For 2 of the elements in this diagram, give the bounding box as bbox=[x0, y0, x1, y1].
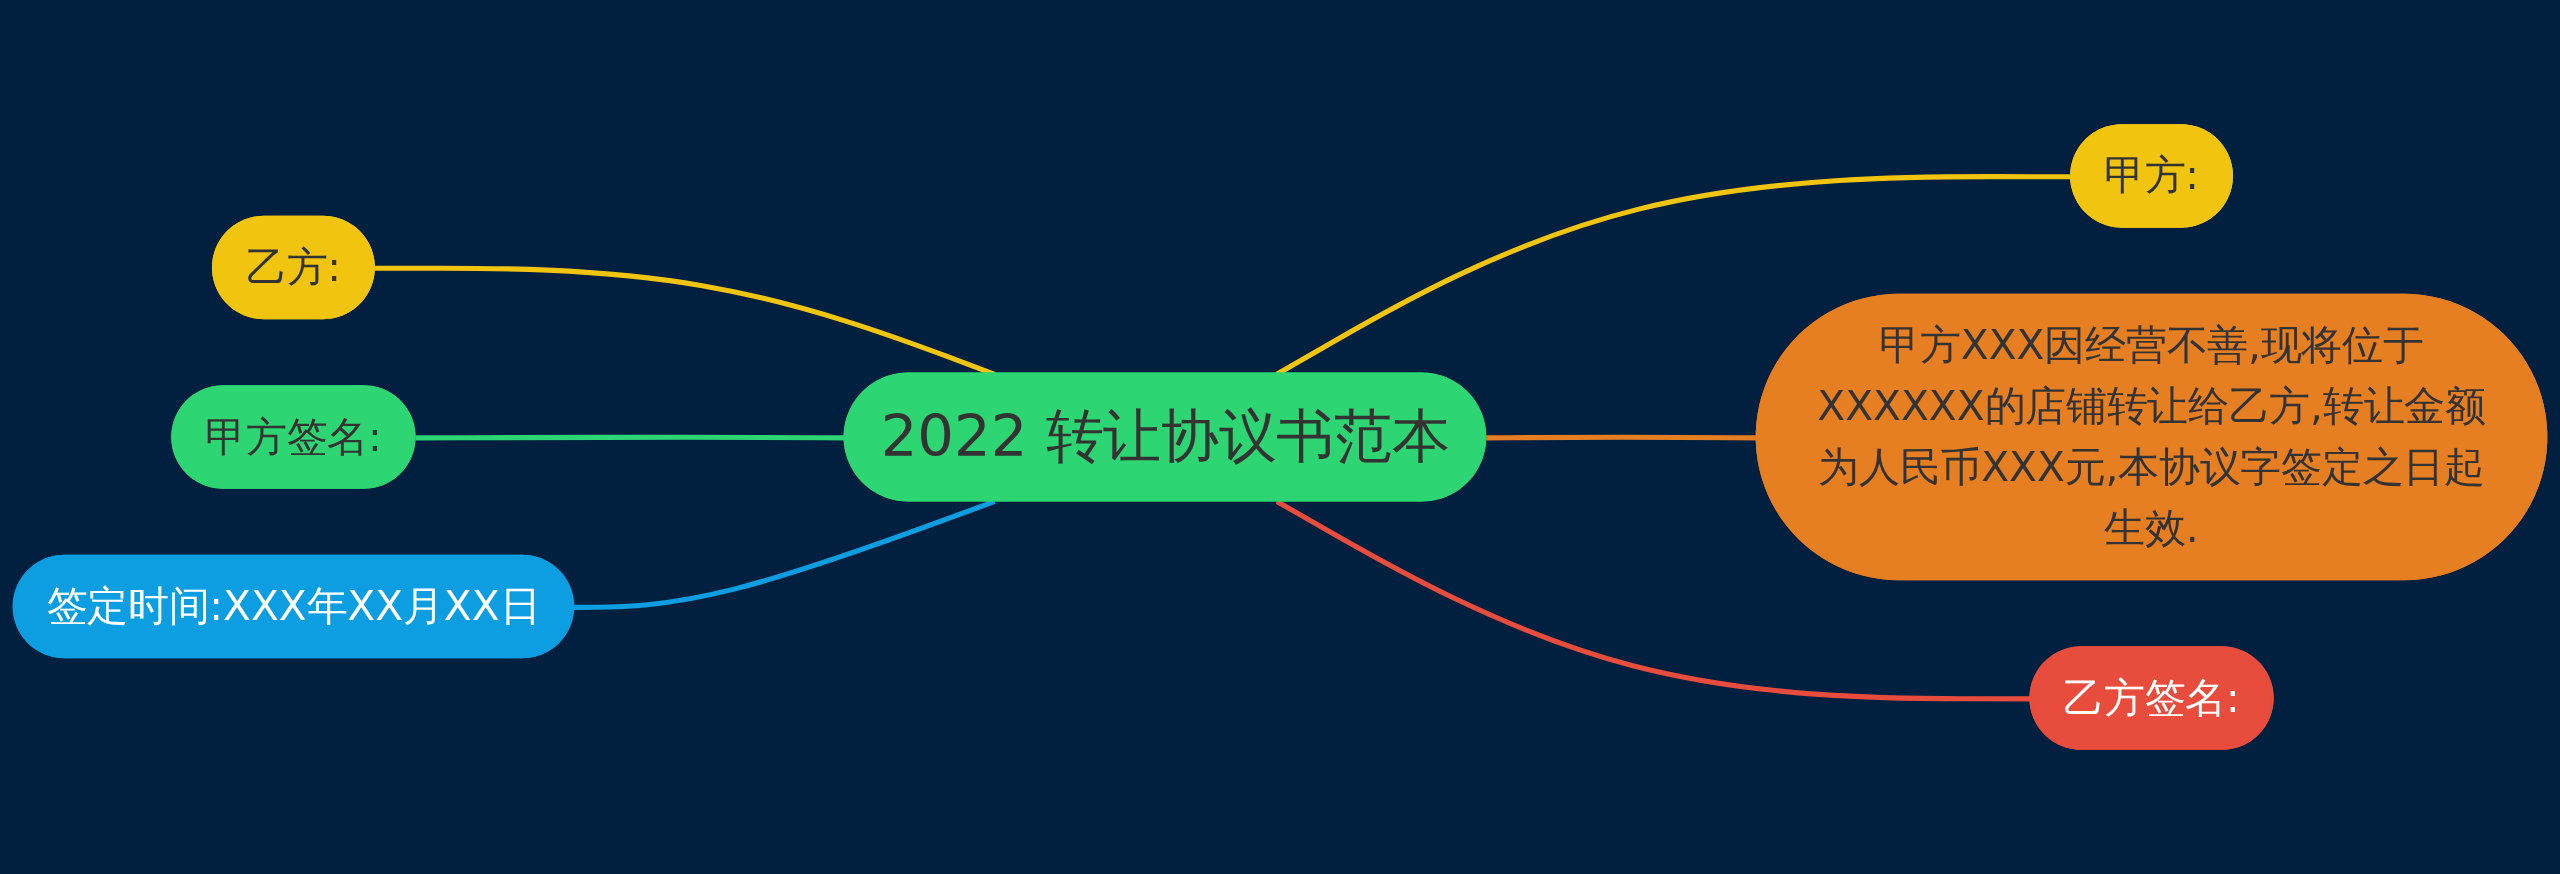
connector bbox=[1486, 434, 1758, 441]
connector bbox=[574, 499, 996, 610]
